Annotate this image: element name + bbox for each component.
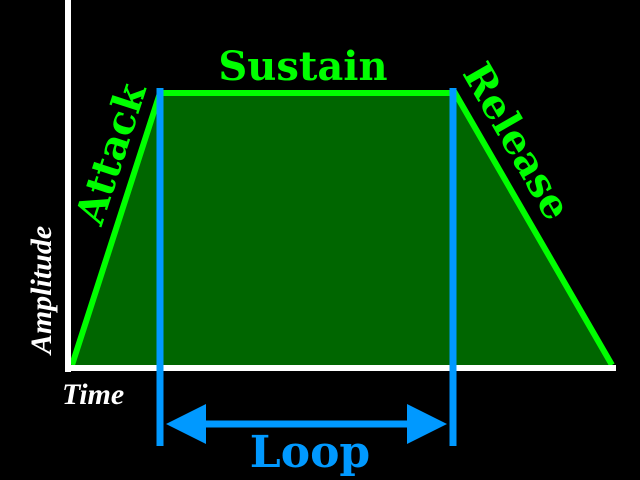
loop-arrow <box>166 404 447 444</box>
time-axis-label: Time <box>62 378 124 411</box>
loop-label: Loop <box>250 427 370 478</box>
envelope-line <box>69 90 615 367</box>
sustain-label: Sustain <box>218 43 387 90</box>
amplitude-axis-label: Amplitude <box>25 226 58 356</box>
envelope-area <box>72 93 612 365</box>
